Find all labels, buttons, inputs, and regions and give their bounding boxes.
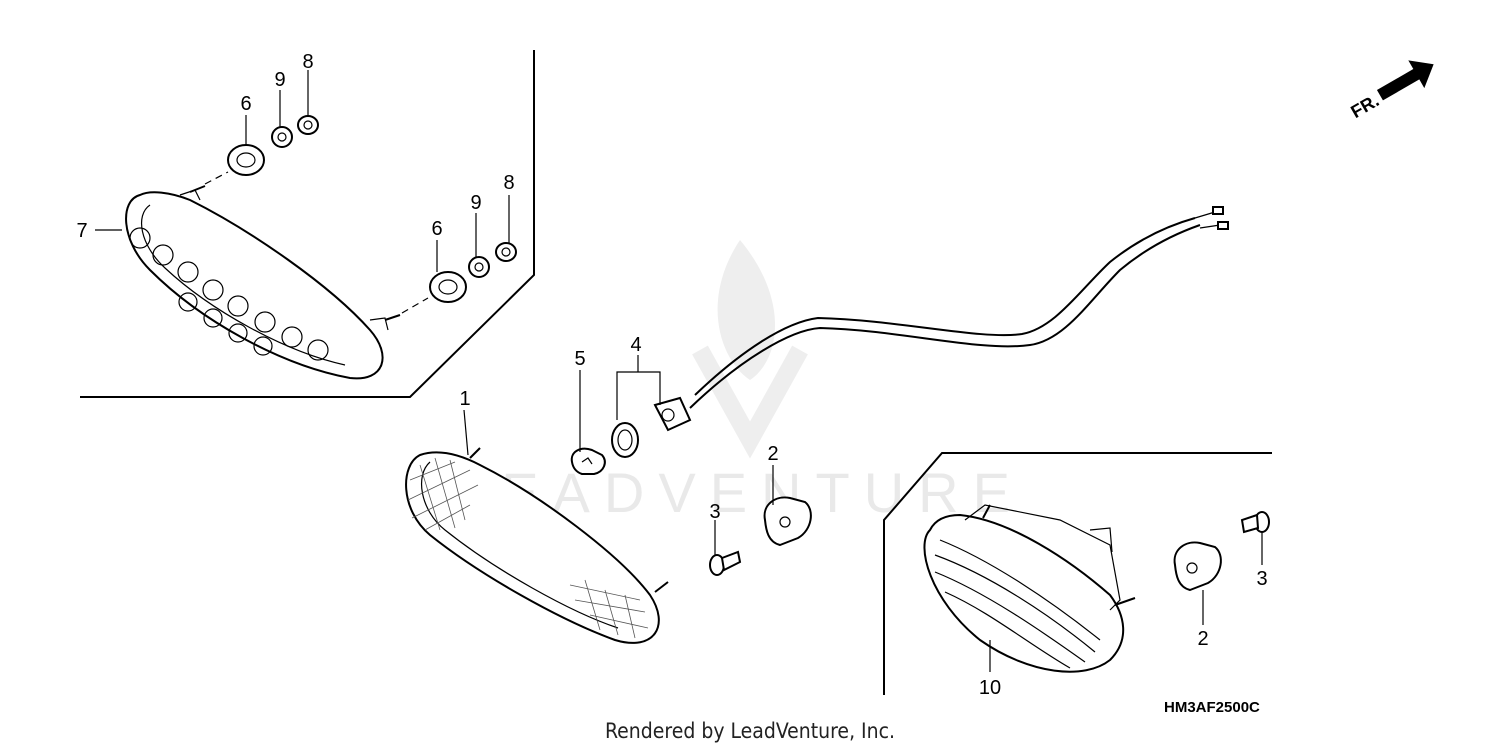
leader-upper [204, 171, 229, 185]
front-direction-arrow: FR. [1347, 60, 1434, 122]
leader-lower [401, 297, 429, 314]
callout-9-upper: 9 [274, 69, 285, 91]
part-7-led-taillight [125, 189, 389, 380]
part-1-lens [405, 447, 669, 644]
callout-6-lower: 6 [431, 218, 442, 240]
callout-5: 5 [574, 348, 585, 370]
part-3-screw-center [709, 550, 742, 576]
callout-8-upper: 8 [302, 51, 313, 73]
callout-2-center: 2 [767, 443, 778, 465]
callout-9-lower: 9 [470, 192, 481, 214]
leader-1 [463, 409, 469, 456]
callout-8-lower: 8 [503, 172, 514, 194]
part-8-nut-upper [297, 115, 319, 135]
part-9-washer-lower [468, 256, 490, 278]
part-5-bulb [570, 447, 606, 475]
part-2-clip-right [1173, 541, 1222, 592]
inset-frame-left [80, 50, 535, 398]
watermark: LEADVENTURE [456, 240, 1010, 524]
callout-3-center: 3 [709, 501, 720, 523]
stud-upper [189, 185, 206, 193]
callout-3-right: 3 [1256, 568, 1267, 590]
callout-2-right: 2 [1197, 628, 1208, 650]
callout-1: 1 [459, 388, 470, 410]
part-4-socket [653, 396, 692, 432]
part-3-screw-right [1240, 511, 1270, 534]
diagram-code: HM3AF2500C [1164, 699, 1260, 716]
wire-harness [689, 206, 1229, 409]
leader-4 [616, 371, 661, 420]
stud-lower [384, 314, 401, 321]
part-2-clip-center [763, 496, 812, 547]
callout-4: 4 [630, 334, 641, 356]
part-9-washer-upper [271, 126, 293, 148]
front-direction-label: FR. [1347, 90, 1382, 122]
callout-10: 10 [979, 677, 1001, 699]
part-6-grommet-lower [429, 271, 467, 303]
callout-7: 7 [76, 220, 87, 242]
part-8-nut-lower [495, 242, 517, 262]
part-6-grommet-upper [227, 144, 265, 176]
callout-6-upper: 6 [240, 93, 251, 115]
inset-frame-right [883, 452, 1272, 695]
part-10-lamp-housing [923, 504, 1136, 673]
render-credit: Rendered by LeadVenture, Inc. [605, 719, 895, 743]
part-4-seal [611, 422, 639, 458]
